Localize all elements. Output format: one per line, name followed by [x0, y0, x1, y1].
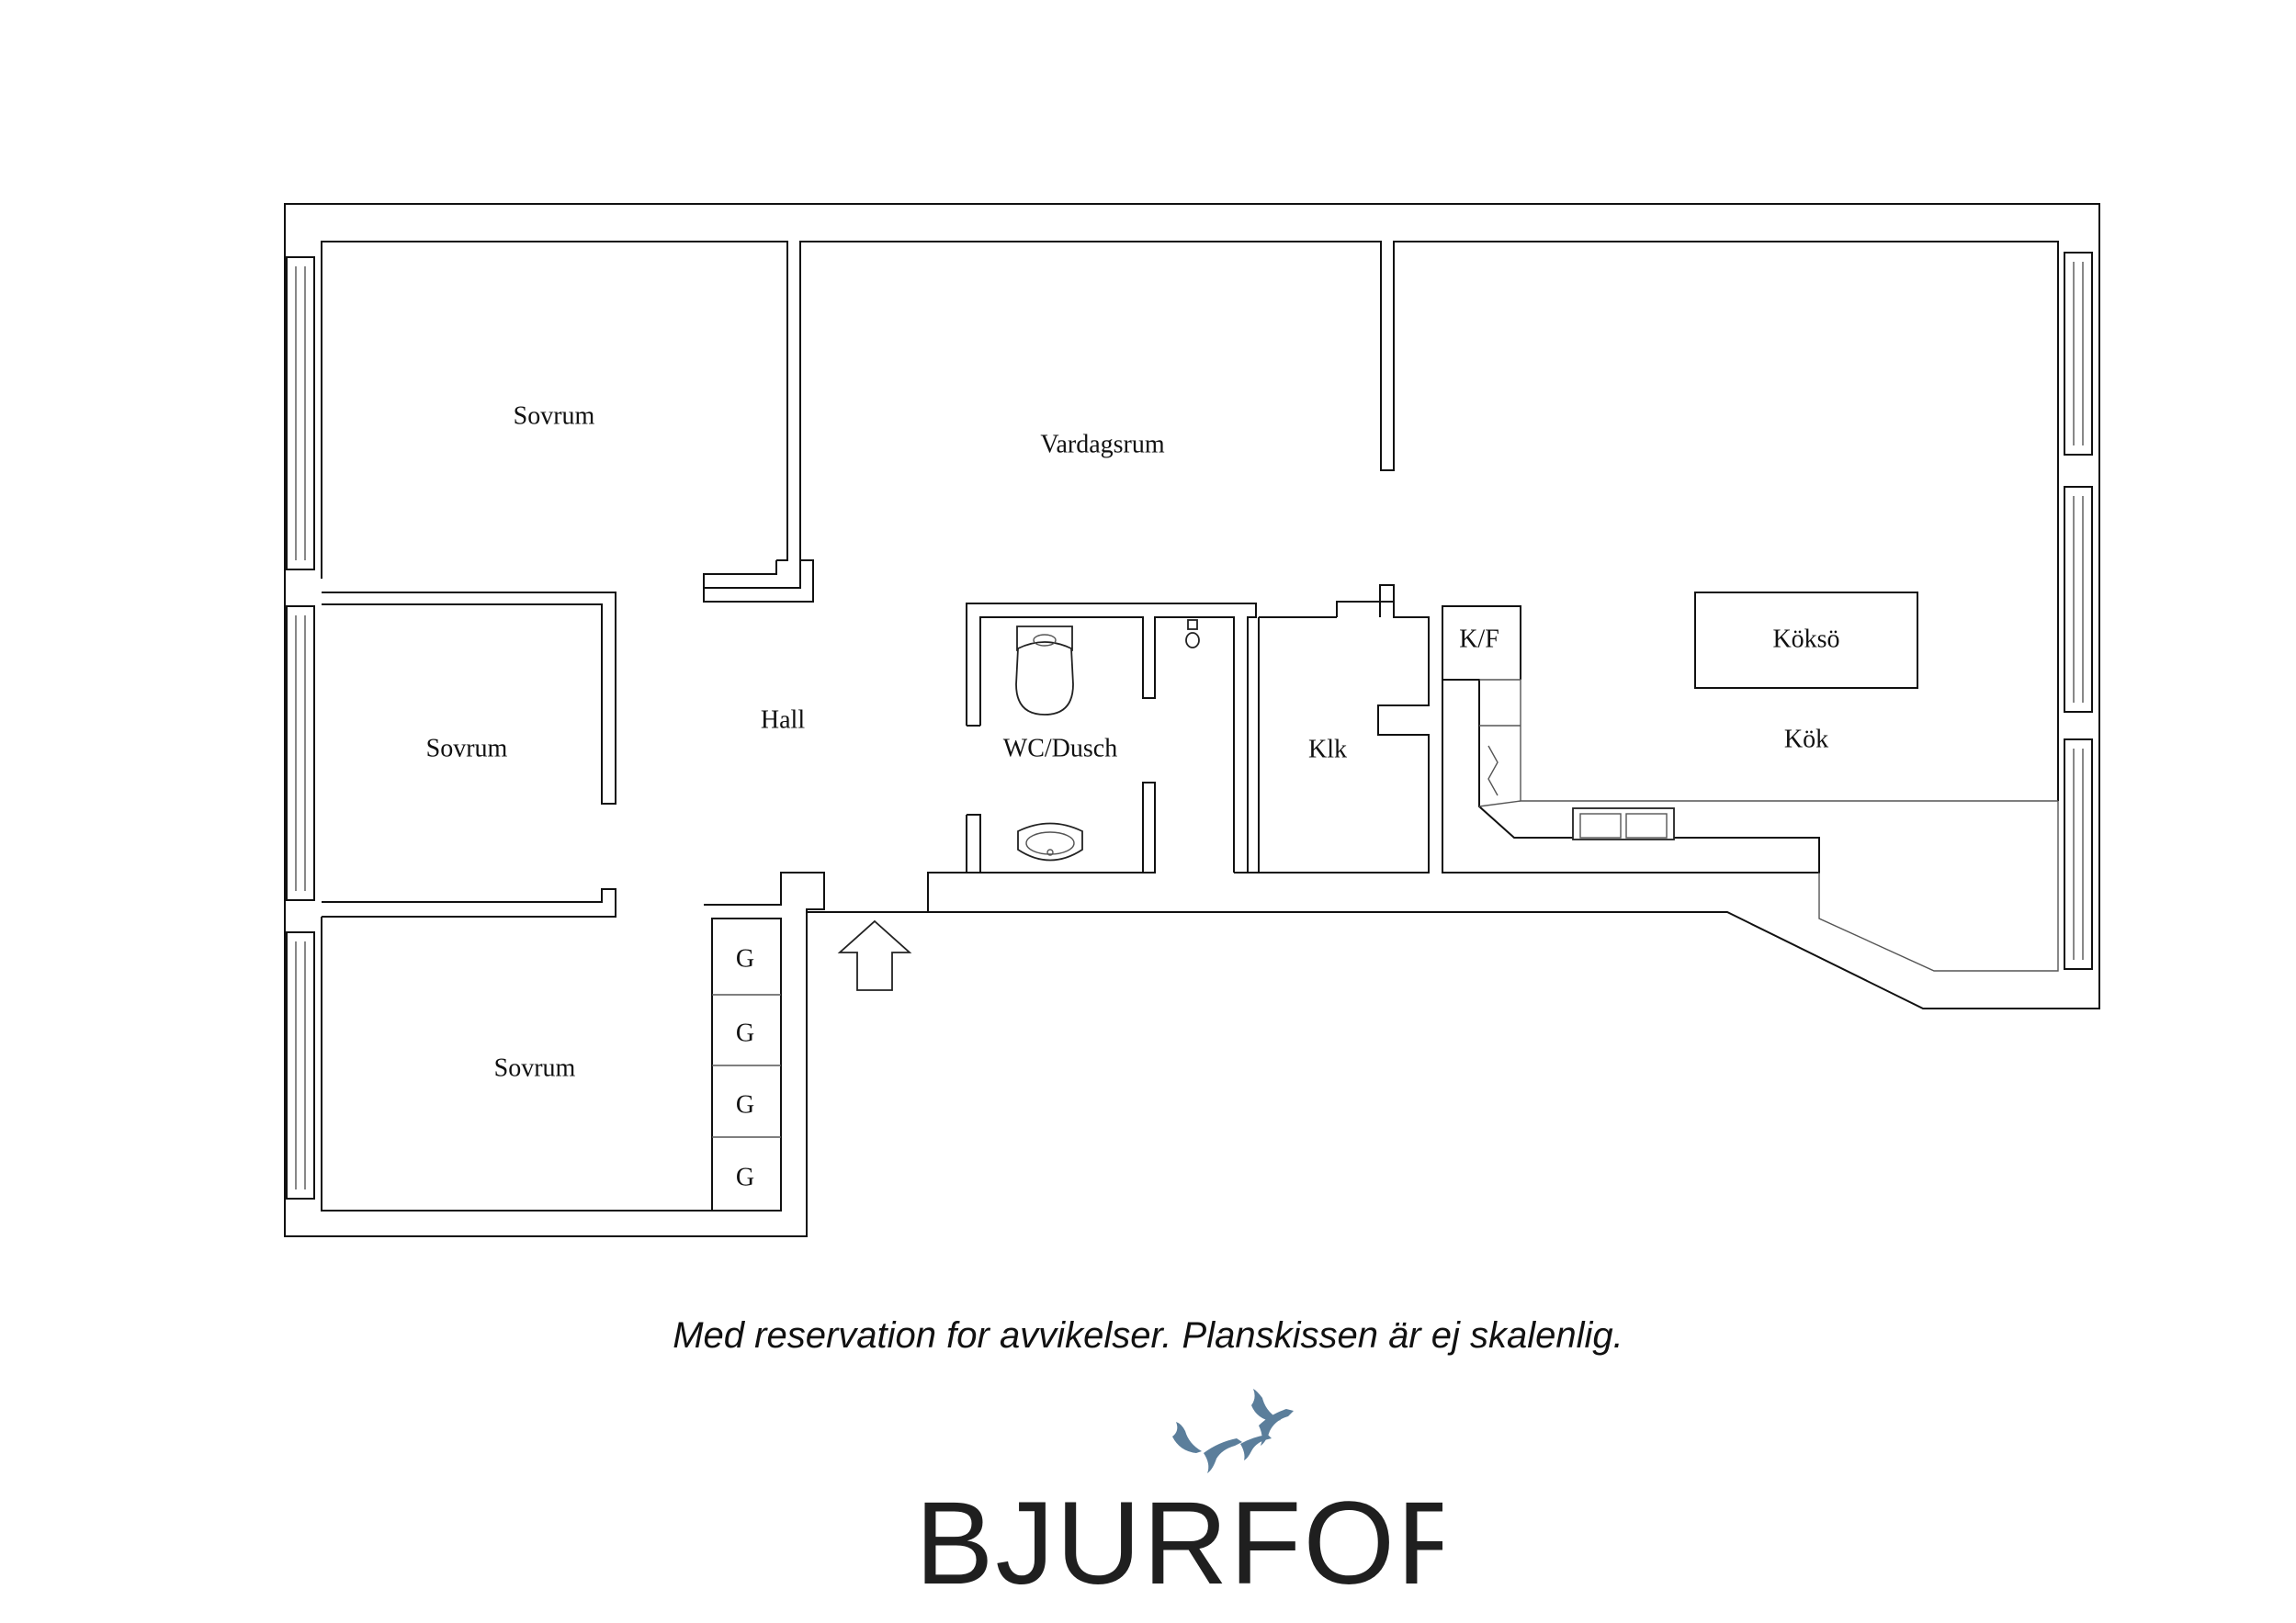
wardrobe-label: G [736, 944, 754, 973]
bedroom-1-label: Sovrum [514, 401, 595, 430]
bathroom-inner-wall [979, 616, 1235, 873]
bedroom-2-bottom-wall [322, 888, 616, 918]
kitchen-angled-wall [1818, 801, 2059, 972]
flying-geese-icon [1172, 1389, 1294, 1473]
fridge-freezer-label: K/F [1459, 625, 1499, 653]
wardrobe-label: G [736, 1019, 754, 1047]
living-room-walls [799, 241, 2059, 801]
closet-top-stub [1379, 584, 1395, 617]
wardrobes [711, 918, 782, 1212]
window-right [2064, 252, 2093, 970]
corridor-wall [927, 872, 1143, 912]
kitchen-island-label: Köksö [1772, 625, 1839, 653]
disclaimer-text: Med reservation for avvikelser. Planskis… [673, 1315, 1623, 1356]
bathroom-divider-lower [1142, 782, 1156, 873]
bathroom-label: WC/Dusch [1003, 734, 1117, 762]
hall-living-wall [703, 559, 814, 603]
toilet-icon [1015, 626, 1074, 716]
living-room-label: Vardagsrum [1040, 430, 1165, 458]
entrance-arrow-icon [837, 919, 912, 991]
bedroom-1-walls [321, 241, 788, 579]
bedroom-3-walls [321, 917, 712, 1212]
brand-logo: BJURFORS [915, 1389, 1442, 1598]
closet-walls [1248, 601, 1430, 873]
hall-wall-stub [703, 560, 787, 589]
bedroom-2-label: Sovrum [426, 734, 508, 762]
hall-label: Hall [761, 705, 805, 734]
kitchen-label: Kök [1784, 725, 1828, 753]
brand-name: BJURFORS [915, 1478, 1442, 1598]
bedroom-2-walls [322, 592, 616, 805]
wardrobe-label: G [736, 1163, 754, 1191]
kitchen-counter [1442, 679, 1820, 873]
bedroom-3-label: Sovrum [494, 1054, 576, 1082]
shower-head-icon [1185, 619, 1200, 648]
closet-label: Klk [1308, 735, 1347, 763]
wardrobe-label: G [736, 1090, 754, 1119]
window-left [286, 256, 315, 1200]
sink-icon [1017, 822, 1083, 862]
kitchen-island [1694, 592, 1918, 689]
kitchen-sink-icon [1572, 807, 1675, 840]
